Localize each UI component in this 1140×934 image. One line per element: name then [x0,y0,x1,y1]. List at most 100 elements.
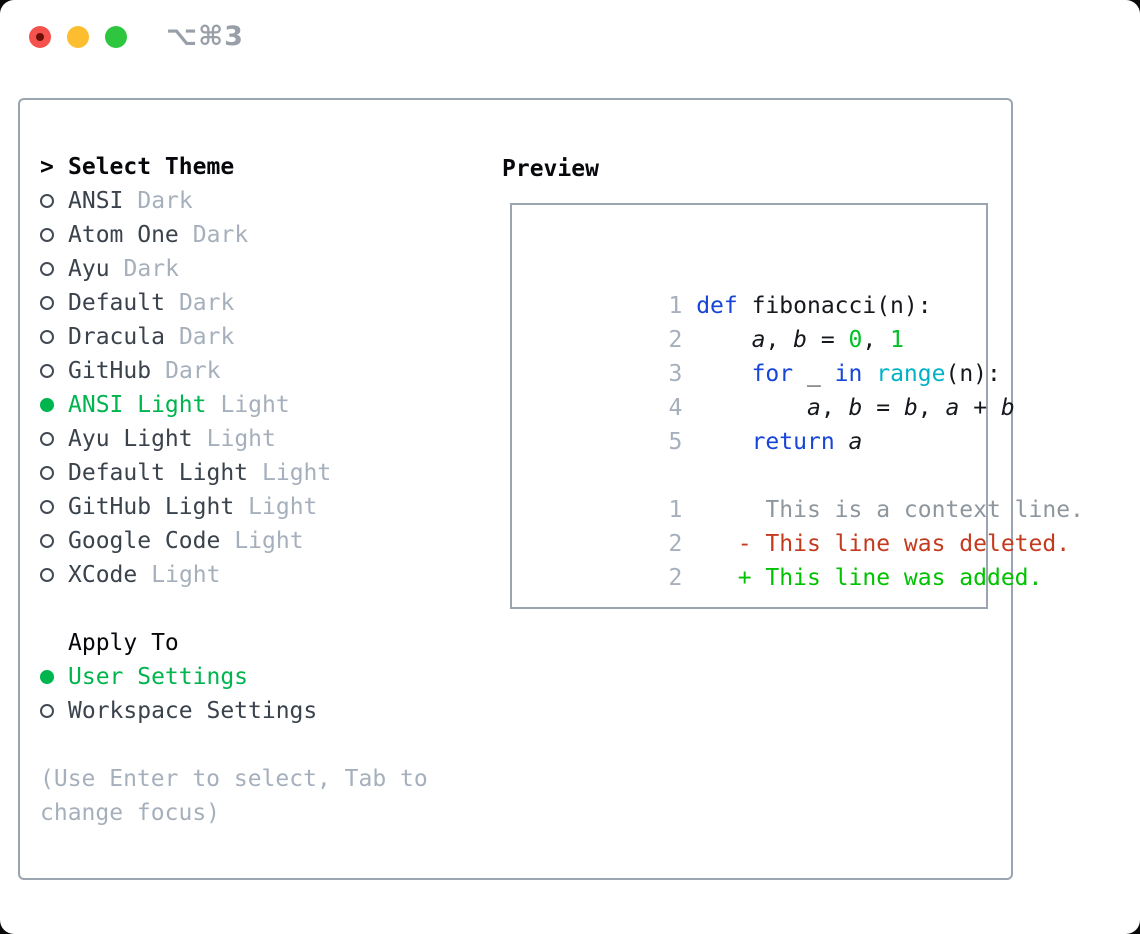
theme-option-ansi-dark[interactable]: ANSI Dark [40,184,428,218]
code-segment: 1 [890,327,904,353]
theme-tag: Dark [192,222,249,248]
hint-line-2: change focus) [40,800,221,826]
code-segment: fibonacci(n): [737,293,932,319]
theme-tag: Light [151,562,221,588]
theme-tag: Light [220,392,290,418]
theme-name: Ayu [68,256,110,282]
maximize-button[interactable] [105,26,127,48]
focus-prompt-icon: > [40,154,54,180]
theme-option-github-dark[interactable]: GitHub Dark [40,354,428,388]
code-segment [696,327,751,353]
radio-selected-icon [40,670,54,684]
code-segment: , [917,395,946,421]
code-segment: 0 [848,327,863,353]
apply-to-header: Apply To [40,626,428,660]
theme-option-atom-one-dark[interactable]: Atom One Dark [40,218,428,252]
theme-name: Ayu Light [68,426,193,452]
preview-code-line-2: 2 a, b = 0, 1 [530,289,1084,353]
theme-option-ayu-light[interactable]: Ayu Light Light [40,422,428,456]
theme-option-xcode[interactable]: XCode Light [40,558,428,592]
theme-tag: Dark [178,290,235,316]
code-segment: def [696,293,738,319]
code-segment: return [751,429,835,455]
code-segment [696,361,751,387]
line-number: 2 [668,327,697,353]
code-segment: a [945,395,960,421]
theme-option-ayu-dark[interactable]: Ayu Dark [40,252,428,286]
theme-name: Atom One [68,222,179,248]
preview-code-line-5: 5 return a [530,391,1084,455]
code-segment: in [834,361,863,387]
code-segment: for [751,361,794,387]
code-segment: , [820,395,849,421]
apply-option-workspace-settings[interactable]: Workspace Settings [40,694,428,728]
code-segment: a [806,395,821,421]
diff-deleted-line: 2 - This line was deleted. [530,493,1084,557]
theme-name: GitHub Light [68,494,235,520]
close-button[interactable] [29,26,51,48]
radio-icon [40,534,54,548]
radio-icon [40,500,54,514]
theme-name: Default Light [68,460,249,486]
theme-tag: Light [248,494,318,520]
preview-code-line-4: 4 a, b = b, a + b [530,357,1084,421]
apply-option-name: Workspace Settings [68,698,318,724]
diff-context-line: 1 This is a context line. [530,459,1083,523]
code-segment: a [848,429,863,455]
code-segment: (n): [945,361,1001,387]
theme-option-default-light[interactable]: Default Light Light [40,456,428,490]
radio-icon [40,296,54,310]
minimize-button[interactable] [67,26,89,48]
diff-text: + This line was added. [737,565,1043,591]
theme-name-selected: ANSI Light [68,392,207,418]
radio-selected-icon [40,398,54,412]
line-number: 4 [668,395,697,421]
spacer-row [40,592,428,626]
radio-icon [40,466,54,480]
code-segment [835,429,849,455]
theme-name: GitHub [68,358,152,384]
theme-option-default-dark[interactable]: Default Dark [40,286,428,320]
code-segment: , [765,327,794,353]
code-segment [862,361,876,387]
theme-name: XCode [68,562,138,588]
line-number: 2 [668,565,697,591]
code-segment: = [862,395,904,421]
window-shortcut-title: ⌥⌘3 [166,21,244,52]
code-segment: = [807,327,849,353]
theme-picker-panel: > Select Theme ANSI Dark Atom One Dark A… [18,98,1084,880]
diff-added-line: 2 + This line was added. [530,527,1084,591]
select-theme-label: Select Theme [68,154,235,180]
theme-tag: Light [262,460,332,486]
radio-icon [40,364,54,378]
diff-indent [696,565,738,591]
theme-tag: Dark [123,256,179,282]
code-segment: _ [793,361,835,387]
theme-list: > Select Theme ANSI Dark Atom One Dark A… [40,150,428,830]
line-number: 5 [668,429,697,455]
theme-tag: Dark [137,188,193,214]
theme-name: ANSI [68,188,124,214]
code-segment: b [793,327,807,353]
preview-title: Preview [502,156,599,182]
line-number: 3 [668,361,697,387]
theme-option-github-light[interactable]: GitHub Light Light [40,490,428,524]
code-segment: , [862,327,891,353]
theme-tag: Light [206,426,276,452]
theme-tag: Light [234,528,304,554]
radio-icon [40,228,54,242]
theme-option-dracula-dark[interactable]: Dracula Dark [40,320,428,354]
apply-option-name: User Settings [68,664,249,690]
code-segment: a [751,327,766,353]
theme-option-google-code[interactable]: Google Code Light [40,524,428,558]
code-segment: b [903,395,918,421]
theme-option-ansi-light[interactable]: ANSI Light Light [40,388,428,422]
radio-icon [40,330,54,344]
select-theme-header: > Select Theme [40,150,428,184]
radio-icon [40,262,54,276]
diff-text: This is a context line. [696,497,1084,523]
apply-option-user-settings[interactable]: User Settings [40,660,428,694]
code-segment [696,429,751,455]
line-number: 2 [668,531,697,557]
